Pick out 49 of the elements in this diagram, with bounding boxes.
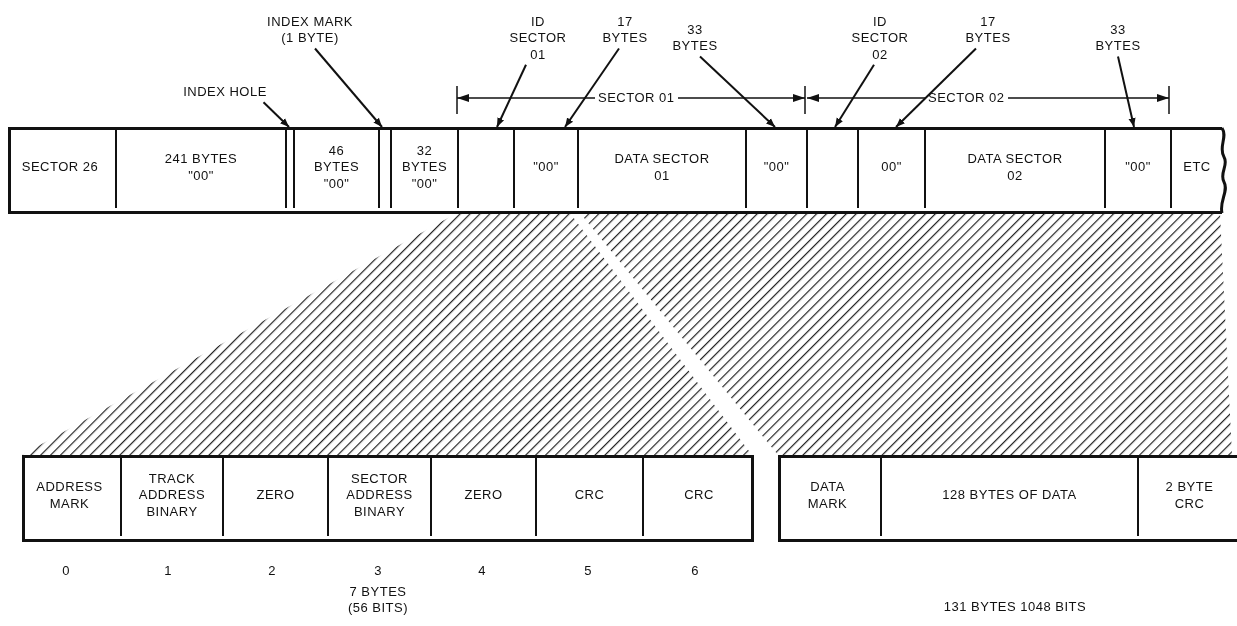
cell-text: DATA MARK — [806, 479, 849, 512]
cell-text: CRC — [574, 487, 605, 504]
leader-arrow — [834, 63, 875, 128]
callout-label: INDEX HOLE — [170, 84, 280, 101]
leader-arrow — [699, 55, 776, 128]
cell-text: SECTOR 26 — [21, 159, 99, 176]
leader-arrow — [314, 47, 383, 128]
cell-text: 32 BYTES "00" — [400, 143, 449, 192]
size-note: 131 BYTES 1048 BITS — [942, 599, 1088, 616]
callout-label: 33 BYTES — [670, 22, 720, 55]
byte-number: 1 — [163, 563, 173, 580]
callout-label: ID SECTOR 02 — [850, 14, 910, 63]
leader-arrow — [262, 101, 290, 128]
byte-number: 3 — [373, 563, 383, 580]
cell-text: "00" — [533, 159, 559, 176]
cell-text: TRACK ADDRESS BINARY — [137, 471, 207, 520]
track-strip — [22, 455, 754, 542]
cell-text: 128 BYTES OF DATA — [942, 487, 1077, 504]
callout-label: INDEX MARK (1 BYTE) — [260, 14, 360, 47]
byte-number: 6 — [690, 563, 700, 580]
callout-label: 17 BYTES — [958, 14, 1018, 47]
cell-text: "00" — [1125, 159, 1151, 176]
callout-label: ID SECTOR 01 — [508, 14, 568, 63]
track-strip — [778, 455, 1237, 542]
cell-text: 241 BYTES "00" — [163, 151, 239, 184]
byte-number: 4 — [477, 563, 487, 580]
cell-text: 2 BYTE CRC — [1164, 479, 1215, 512]
cell-text: 46 BYTES "00" — [312, 143, 361, 192]
byte-number: 2 — [267, 563, 277, 580]
byte-number: 0 — [61, 563, 71, 580]
track-strip — [8, 127, 1222, 214]
leader-arrow — [1117, 55, 1136, 128]
cell-text: ETC — [1183, 159, 1211, 176]
cell-text: ZERO — [464, 487, 503, 504]
leader-arrow — [564, 47, 620, 128]
callout-label: 17 BYTES — [595, 14, 655, 47]
leader-arrow — [895, 47, 977, 128]
leader-arrow — [496, 63, 527, 128]
cell-text: CRC — [684, 487, 714, 504]
cell-text: SECTOR ADDRESS BINARY — [345, 471, 414, 520]
cell-text: DATA SECTOR 01 — [613, 151, 711, 184]
callout-label: 33 BYTES — [1088, 22, 1148, 55]
cell-text: ZERO — [256, 487, 295, 504]
cell-text: 00" — [881, 159, 902, 176]
byte-number: 5 — [583, 563, 593, 580]
size-note: 7 BYTES (56 BITS) — [346, 584, 410, 617]
cell-text: DATA SECTOR 02 — [966, 151, 1064, 184]
cell-text: "00" — [763, 159, 790, 176]
cell-text: ADDRESS MARK — [35, 479, 104, 512]
